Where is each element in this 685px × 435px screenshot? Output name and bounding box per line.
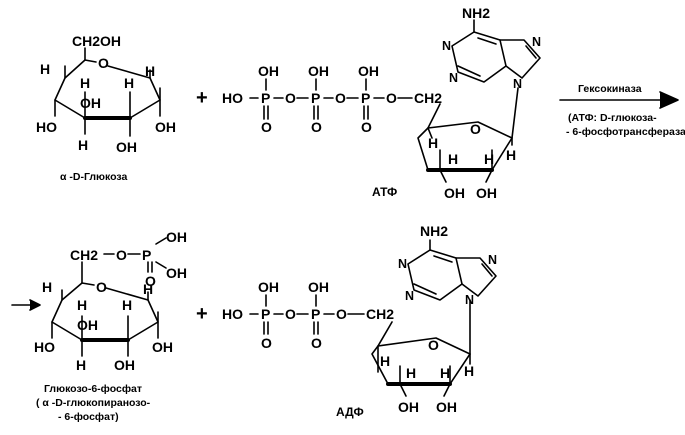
adp-oxygen: O [336, 306, 347, 322]
glucose-ring-o: O [98, 55, 109, 71]
atp-nh2: NH2 [462, 5, 490, 21]
atp-nitrogen: N [532, 35, 541, 49]
atp-ho: HO [222, 90, 243, 106]
enzyme-name: Гексокиназа [578, 83, 642, 95]
adp-h: H [406, 365, 416, 381]
glucose-h: H [145, 63, 155, 79]
reaction-arrow [559, 91, 679, 109]
atp-caption: АТФ [372, 185, 397, 199]
atp-structure [249, 19, 541, 183]
atp-oxygen: O [261, 119, 272, 135]
g6p-h: H [143, 281, 153, 297]
adp-nh2: NH2 [420, 223, 448, 239]
adp-oh: OH [258, 279, 279, 295]
atp-oh: OH [444, 185, 465, 201]
adp-caption: АДФ [336, 405, 364, 419]
g6p-ho: HO [34, 339, 55, 355]
glucose-structure [54, 47, 161, 137]
adp-ho: HO [222, 306, 243, 322]
atp-oh: OH [258, 63, 279, 79]
atp-oxygen: O [285, 90, 296, 106]
atp-phosphorus: P [361, 90, 370, 106]
atp-phosphorus: P [261, 90, 270, 106]
atp-oxygen: O [386, 90, 397, 106]
adp-ch2: CH2 [366, 306, 394, 322]
g6p-oh: OH [166, 229, 187, 245]
adp-oh: OH [308, 279, 329, 295]
glucose-h: H [124, 75, 134, 91]
adp-structure [249, 239, 497, 397]
g6p-caption: - 6-фосфат) [58, 411, 119, 423]
g6p-structure [11, 237, 167, 357]
adp-oh: OH [398, 399, 419, 415]
plus-sign: + [196, 87, 208, 109]
adp-h: H [440, 365, 450, 381]
adp-nitrogen: N [488, 253, 497, 267]
atp-oh: OH [358, 63, 379, 79]
atp-oxygen: O [361, 119, 372, 135]
atp-ribose-o: O [470, 121, 481, 137]
atp-nitrogen: N [513, 77, 522, 91]
g6p-h: H [76, 357, 86, 373]
glucose-h: H [40, 61, 50, 77]
atp-h: H [428, 135, 438, 151]
plus-sign: + [196, 303, 208, 325]
glucose-ho: HO [36, 119, 57, 135]
adp-oxygen: O [261, 335, 272, 351]
atp-oh: OH [308, 63, 329, 79]
g6p-phosphorus: P [142, 247, 151, 263]
g6p-caption: ( α -D-глюкопиранозо- [36, 397, 151, 409]
g6p-h: H [77, 297, 87, 313]
glucose-ch2oh: CH2OH [72, 33, 121, 49]
glucose-oh: OH [116, 139, 137, 155]
adp-oxygen: O [311, 335, 322, 351]
atp-nitrogen: N [449, 71, 458, 85]
glucose-oh: OH [155, 119, 176, 135]
g6p-oxygen: O [145, 273, 156, 289]
g6p-oh: OH [166, 265, 187, 281]
atp-h: H [448, 151, 458, 167]
g6p-oh: OH [114, 357, 135, 373]
atp-nitrogen: N [442, 39, 451, 53]
g6p-ch2: CH2 [70, 247, 98, 263]
g6p-ring-o: O [96, 279, 107, 295]
g6p-oh: OH [77, 317, 98, 333]
atp-ch2: CH2 [414, 90, 442, 106]
adp-h: H [464, 363, 474, 379]
g6p-h: H [122, 297, 132, 313]
glucose-caption: α -D-Глюкоза [60, 171, 127, 183]
g6p-oh: OH [152, 339, 173, 355]
glucose-h: H [80, 75, 90, 91]
adp-oh: OH [436, 399, 457, 415]
adp-ribose-o: O [428, 337, 439, 353]
adp-nitrogen: N [465, 293, 474, 307]
adp-phosphorus: P [311, 306, 320, 322]
g6p-caption: Глюкозо-6-фосфат [44, 383, 142, 395]
adp-nitrogen: N [405, 289, 414, 303]
atp-phosphorus: P [311, 90, 320, 106]
adp-h: H [380, 353, 390, 369]
g6p-h: H [42, 279, 52, 295]
enzyme-label-line: (АТФ: D-глюкоза- [568, 112, 657, 124]
g6p-oxygen: O [116, 247, 127, 263]
adp-nitrogen: N [398, 257, 407, 271]
glucose-h: H [78, 137, 88, 153]
enzyme-label-line: - 6-фосфотрансфераза) [566, 126, 685, 138]
atp-h: H [506, 147, 516, 163]
atp-oxygen: O [335, 90, 346, 106]
glucose-oh: OH [80, 95, 101, 111]
atp-h: H [484, 151, 494, 167]
adp-oxygen: O [285, 306, 296, 322]
atp-oh: OH [476, 185, 497, 201]
atp-oxygen: O [311, 119, 322, 135]
adp-phosphorus: P [261, 306, 270, 322]
